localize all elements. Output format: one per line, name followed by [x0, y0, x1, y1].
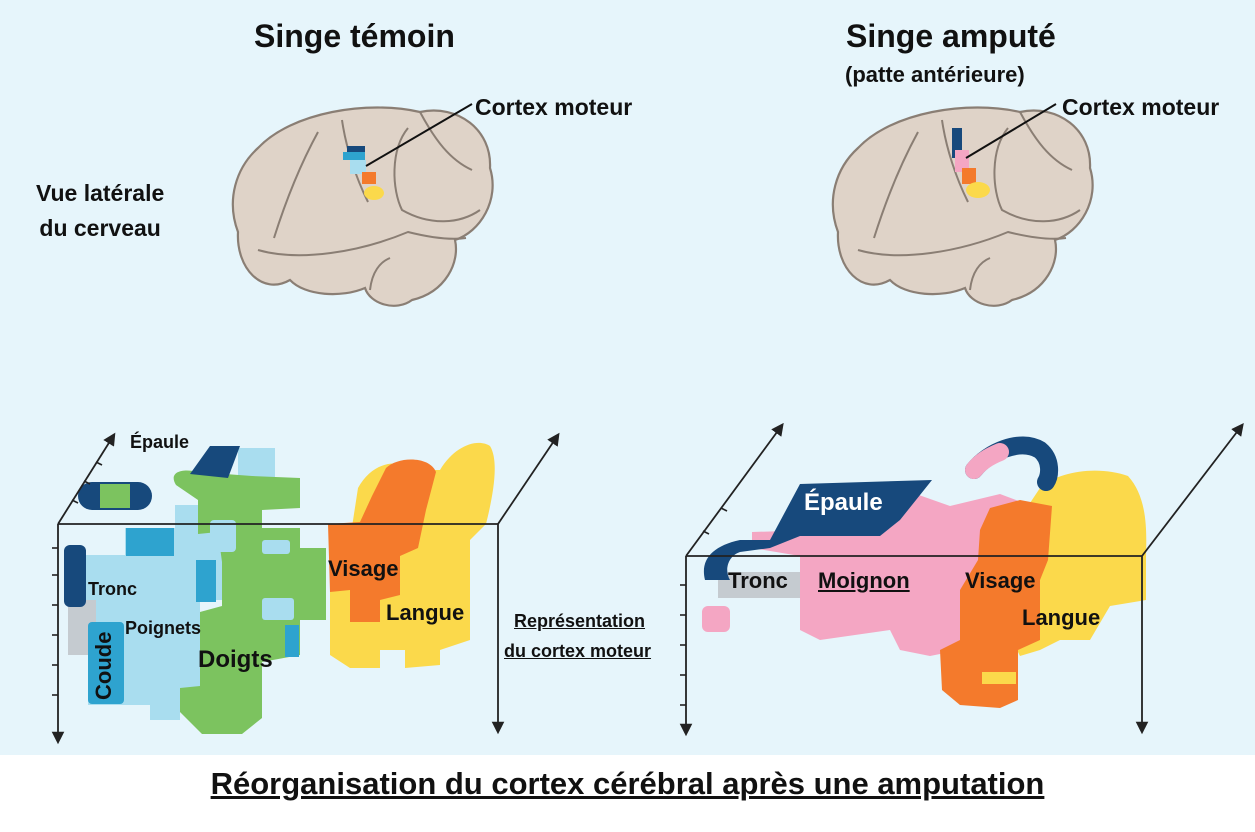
- diagram-canvas: [51, 103, 1244, 745]
- label-right-epaule: Épaule: [804, 489, 883, 516]
- label-left-langue: Langue: [386, 600, 465, 625]
- lateral-view-line2: du cerveau: [39, 214, 161, 241]
- brain-left: [231, 103, 494, 307]
- label-left-poignets: Poignets: [125, 618, 202, 638]
- map-right: [679, 422, 1244, 737]
- label-right-langue: Langue: [1022, 605, 1101, 630]
- label-representation-line2: du cortex moteur: [504, 641, 652, 661]
- label-right-visage: Visage: [965, 568, 1036, 593]
- label-left-coude: Coude: [91, 631, 116, 700]
- label-lateral-view: Vue latérale du cerveau: [36, 176, 164, 245]
- title-amputee-monkey: Singe amputé: [846, 18, 1056, 54]
- label-right-moignon: Moignon: [818, 568, 910, 593]
- map-left: [51, 432, 560, 745]
- label-cortex-left: Cortex moteur: [475, 94, 633, 120]
- label-representation-line1: Représentation: [514, 611, 646, 631]
- label-left-doigts: Doigts: [198, 646, 273, 673]
- subtitle-amputee: (patte antérieure): [845, 62, 1025, 87]
- lateral-view-line1: Vue latérale: [36, 180, 165, 206]
- brain-right: [831, 103, 1094, 307]
- label-left-visage: Visage: [328, 556, 399, 581]
- figure-caption: Réorganisation du cortex cérébral après …: [210, 766, 1045, 801]
- label-left-tronc: Tronc: [88, 579, 138, 599]
- label-left-epaule: Épaule: [130, 432, 190, 452]
- label-right-tronc: Tronc: [728, 568, 788, 593]
- title-control-monkey: Singe témoin: [254, 18, 455, 54]
- label-cortex-right: Cortex moteur: [1062, 94, 1220, 120]
